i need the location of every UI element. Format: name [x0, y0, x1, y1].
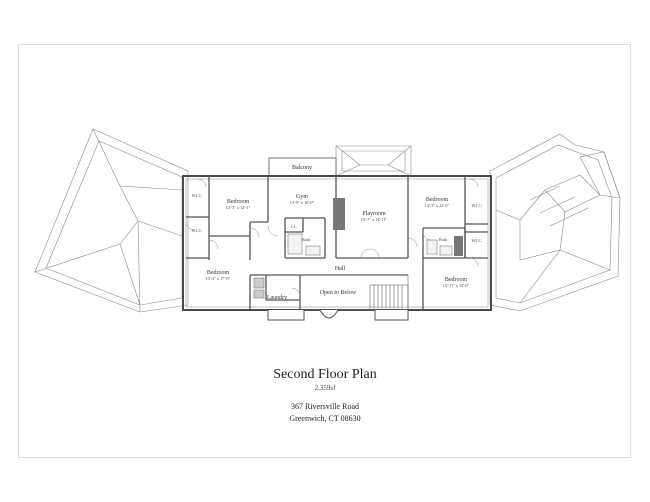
room-label-wic-1: W.I.C.	[192, 193, 203, 198]
room-label-open-below: Open to Below	[320, 290, 357, 296]
room-label-playroom: Playroom	[362, 211, 386, 217]
room-label-laundry: Laundry	[267, 295, 287, 301]
bay-windows	[267, 309, 409, 321]
address-line-1: 367 Riversville Road	[291, 402, 359, 411]
room-label-wic-4: W.I.C.	[472, 238, 483, 243]
plan-title: Second Floor Plan	[273, 367, 377, 382]
roof-top	[335, 145, 412, 177]
room-dim-gym: 13'-0" x 10'-0"	[290, 200, 315, 205]
room-dim-bedroom-se: 13'-11" x 12'-0"	[443, 283, 470, 288]
exterior-wall-inner	[185, 178, 489, 308]
room-dim-playroom: 19'-7" x 14'-11"	[361, 217, 388, 222]
room-label-balcony: Balcony	[292, 165, 312, 171]
room-label-hall: Hall	[335, 266, 346, 272]
room-dim-bedroom-nw: 14'-3" x 14'-1"	[226, 205, 251, 210]
fixtures	[253, 198, 463, 299]
open-to-below	[299, 274, 409, 311]
room-label-bedroom-sw: Bedroom	[207, 270, 230, 276]
room-dim-bedroom-ne: 14'-3" x 12'-0"	[425, 203, 450, 208]
address-line-2: Greenwich, CT 08630	[289, 414, 361, 423]
room-label-wic-3: W.I.C.	[472, 203, 483, 208]
roof-left	[34, 128, 189, 313]
room-label-wic-2: W.I.C.	[192, 228, 203, 233]
bath-fixtures	[287, 233, 453, 256]
drawing-sheet-border	[18, 44, 631, 458]
door-swings	[185, 178, 479, 297]
room-label-gym: Gym	[296, 194, 308, 200]
roof-right	[489, 133, 621, 312]
room-label-bedroom-se: Bedroom	[445, 277, 468, 283]
room-label-bath-2: Bath	[439, 237, 448, 242]
room-dim-bedroom-sw: 15'-4" x 17'-0"	[206, 276, 231, 281]
room-label-bedroom-nw: Bedroom	[227, 199, 250, 205]
room-label-closet: CL.	[291, 224, 297, 229]
room-label-bedroom-ne: Bedroom	[426, 197, 449, 203]
room-label-bath-1: Bath	[302, 237, 311, 242]
plan-area: 2,359sf	[314, 384, 336, 392]
room-labels: Balcony Gym 13'-0" x 10'-0" Playroom 19'…	[192, 165, 483, 301]
